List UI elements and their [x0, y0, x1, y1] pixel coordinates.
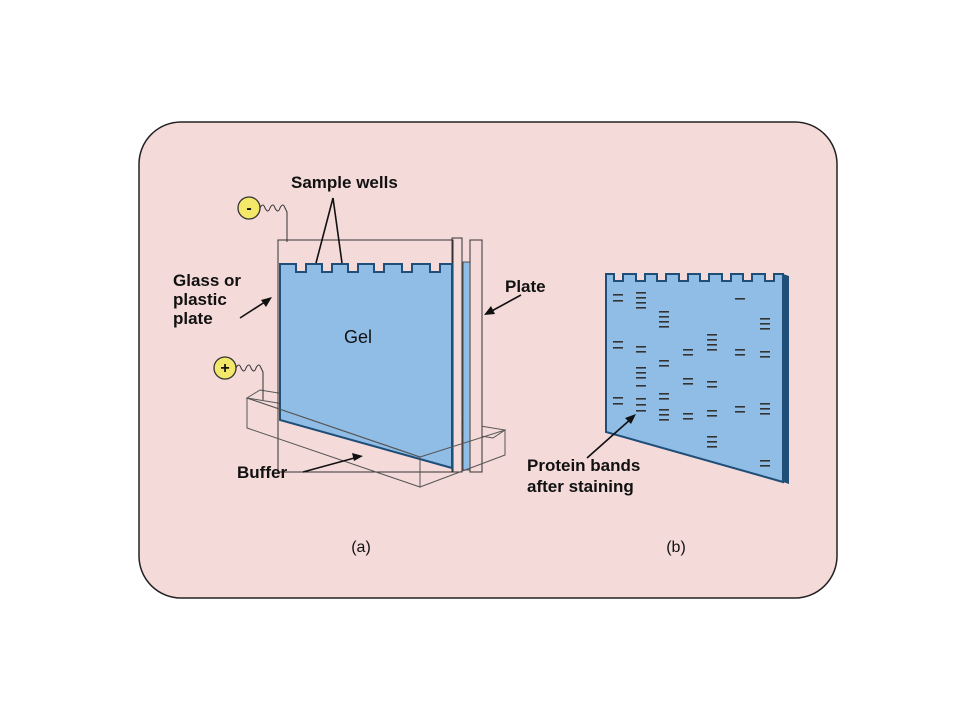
plate-label: Plate	[505, 277, 546, 296]
protein-band	[613, 341, 623, 343]
protein-band	[659, 393, 669, 395]
protein-band	[760, 356, 770, 358]
rear-plate	[469, 239, 483, 473]
protein-band	[707, 381, 717, 383]
caption-a: (a)	[351, 539, 371, 556]
protein-band	[760, 328, 770, 330]
negative-terminal: -	[237, 196, 288, 242]
protein-band	[735, 349, 745, 351]
glass-plate-arrow	[239, 297, 272, 319]
protein-band	[659, 419, 669, 421]
protein-band	[636, 351, 646, 353]
protein-band	[636, 410, 646, 412]
protein-bands	[613, 292, 770, 467]
protein-band	[735, 298, 745, 300]
gel-sheet	[605, 273, 784, 484]
protein-band	[659, 360, 669, 362]
protein-band	[760, 403, 770, 405]
gel-label: Gel	[344, 327, 372, 347]
protein-band	[659, 414, 669, 416]
buffer-tank-side	[419, 429, 506, 488]
protein-band	[659, 398, 669, 400]
protein-band	[636, 385, 646, 387]
protein-band	[760, 323, 770, 325]
protein-band	[636, 372, 646, 374]
protein-band	[659, 365, 669, 367]
protein-band	[613, 347, 623, 349]
caption-b: (b)	[666, 539, 686, 556]
protein-band	[636, 292, 646, 294]
protein-band	[683, 418, 693, 420]
protein-band	[707, 344, 717, 346]
gel-apparatus	[245, 237, 507, 488]
protein-band	[613, 403, 623, 405]
protein-band	[636, 297, 646, 299]
protein-band	[613, 397, 623, 399]
protein-band	[683, 413, 693, 415]
sample-wells-label: Sample wells	[291, 173, 398, 192]
protein-band	[683, 378, 693, 380]
protein-band	[659, 409, 669, 411]
protein-band	[659, 321, 669, 323]
protein-band	[683, 354, 693, 356]
protein-band	[760, 460, 770, 462]
positive-coil	[235, 364, 264, 400]
protein-band	[707, 415, 717, 417]
protein-band	[707, 446, 717, 448]
negative-coil	[259, 204, 288, 242]
protein-bands-arrow	[586, 414, 636, 459]
protein-band	[636, 346, 646, 348]
protein-band	[613, 294, 623, 296]
protein-band	[707, 334, 717, 336]
figure-panel	[138, 121, 838, 599]
glass-plate-label-line3: plate	[173, 309, 213, 328]
rear-plate-gel	[462, 261, 471, 471]
protein-band	[760, 465, 770, 467]
protein-band	[707, 339, 717, 341]
positive-terminal: +	[213, 356, 264, 400]
glass-plate-label-line2: plastic	[173, 290, 227, 309]
protein-band	[707, 441, 717, 443]
protein-band	[636, 302, 646, 304]
plus-sign: +	[220, 360, 229, 377]
gel-side	[783, 274, 789, 484]
protein-band	[636, 307, 646, 309]
protein-band	[760, 351, 770, 353]
buffer-tank-edge	[246, 397, 421, 458]
protein-band	[735, 406, 745, 408]
protein-band	[636, 404, 646, 406]
buffer-arrow	[302, 453, 363, 473]
protein-band	[683, 383, 693, 385]
protein-band	[707, 410, 717, 412]
protein-bands-label-line2: after staining	[527, 477, 634, 496]
protein-band	[636, 398, 646, 400]
protein-band	[636, 367, 646, 369]
protein-band	[707, 349, 717, 351]
stained-gel	[605, 273, 789, 484]
protein-band	[659, 311, 669, 313]
protein-band	[659, 316, 669, 318]
protein-band	[683, 349, 693, 351]
protein-band	[636, 377, 646, 379]
protein-band	[659, 326, 669, 328]
protein-bands-label-line1: Protein bands	[527, 456, 640, 475]
protein-band	[735, 354, 745, 356]
minus-sign: -	[246, 200, 251, 217]
protein-band	[707, 386, 717, 388]
protein-band	[760, 408, 770, 410]
protein-band	[760, 318, 770, 320]
plate-arrow	[484, 294, 522, 315]
protein-band	[707, 436, 717, 438]
sample-wells-pointers	[315, 197, 343, 264]
gel-slab	[279, 263, 453, 470]
protein-band	[760, 413, 770, 415]
buffer-label: Buffer	[237, 463, 287, 482]
protein-band	[613, 300, 623, 302]
glass-plate-label-line1: Glass or	[173, 271, 241, 290]
protein-band	[735, 411, 745, 413]
